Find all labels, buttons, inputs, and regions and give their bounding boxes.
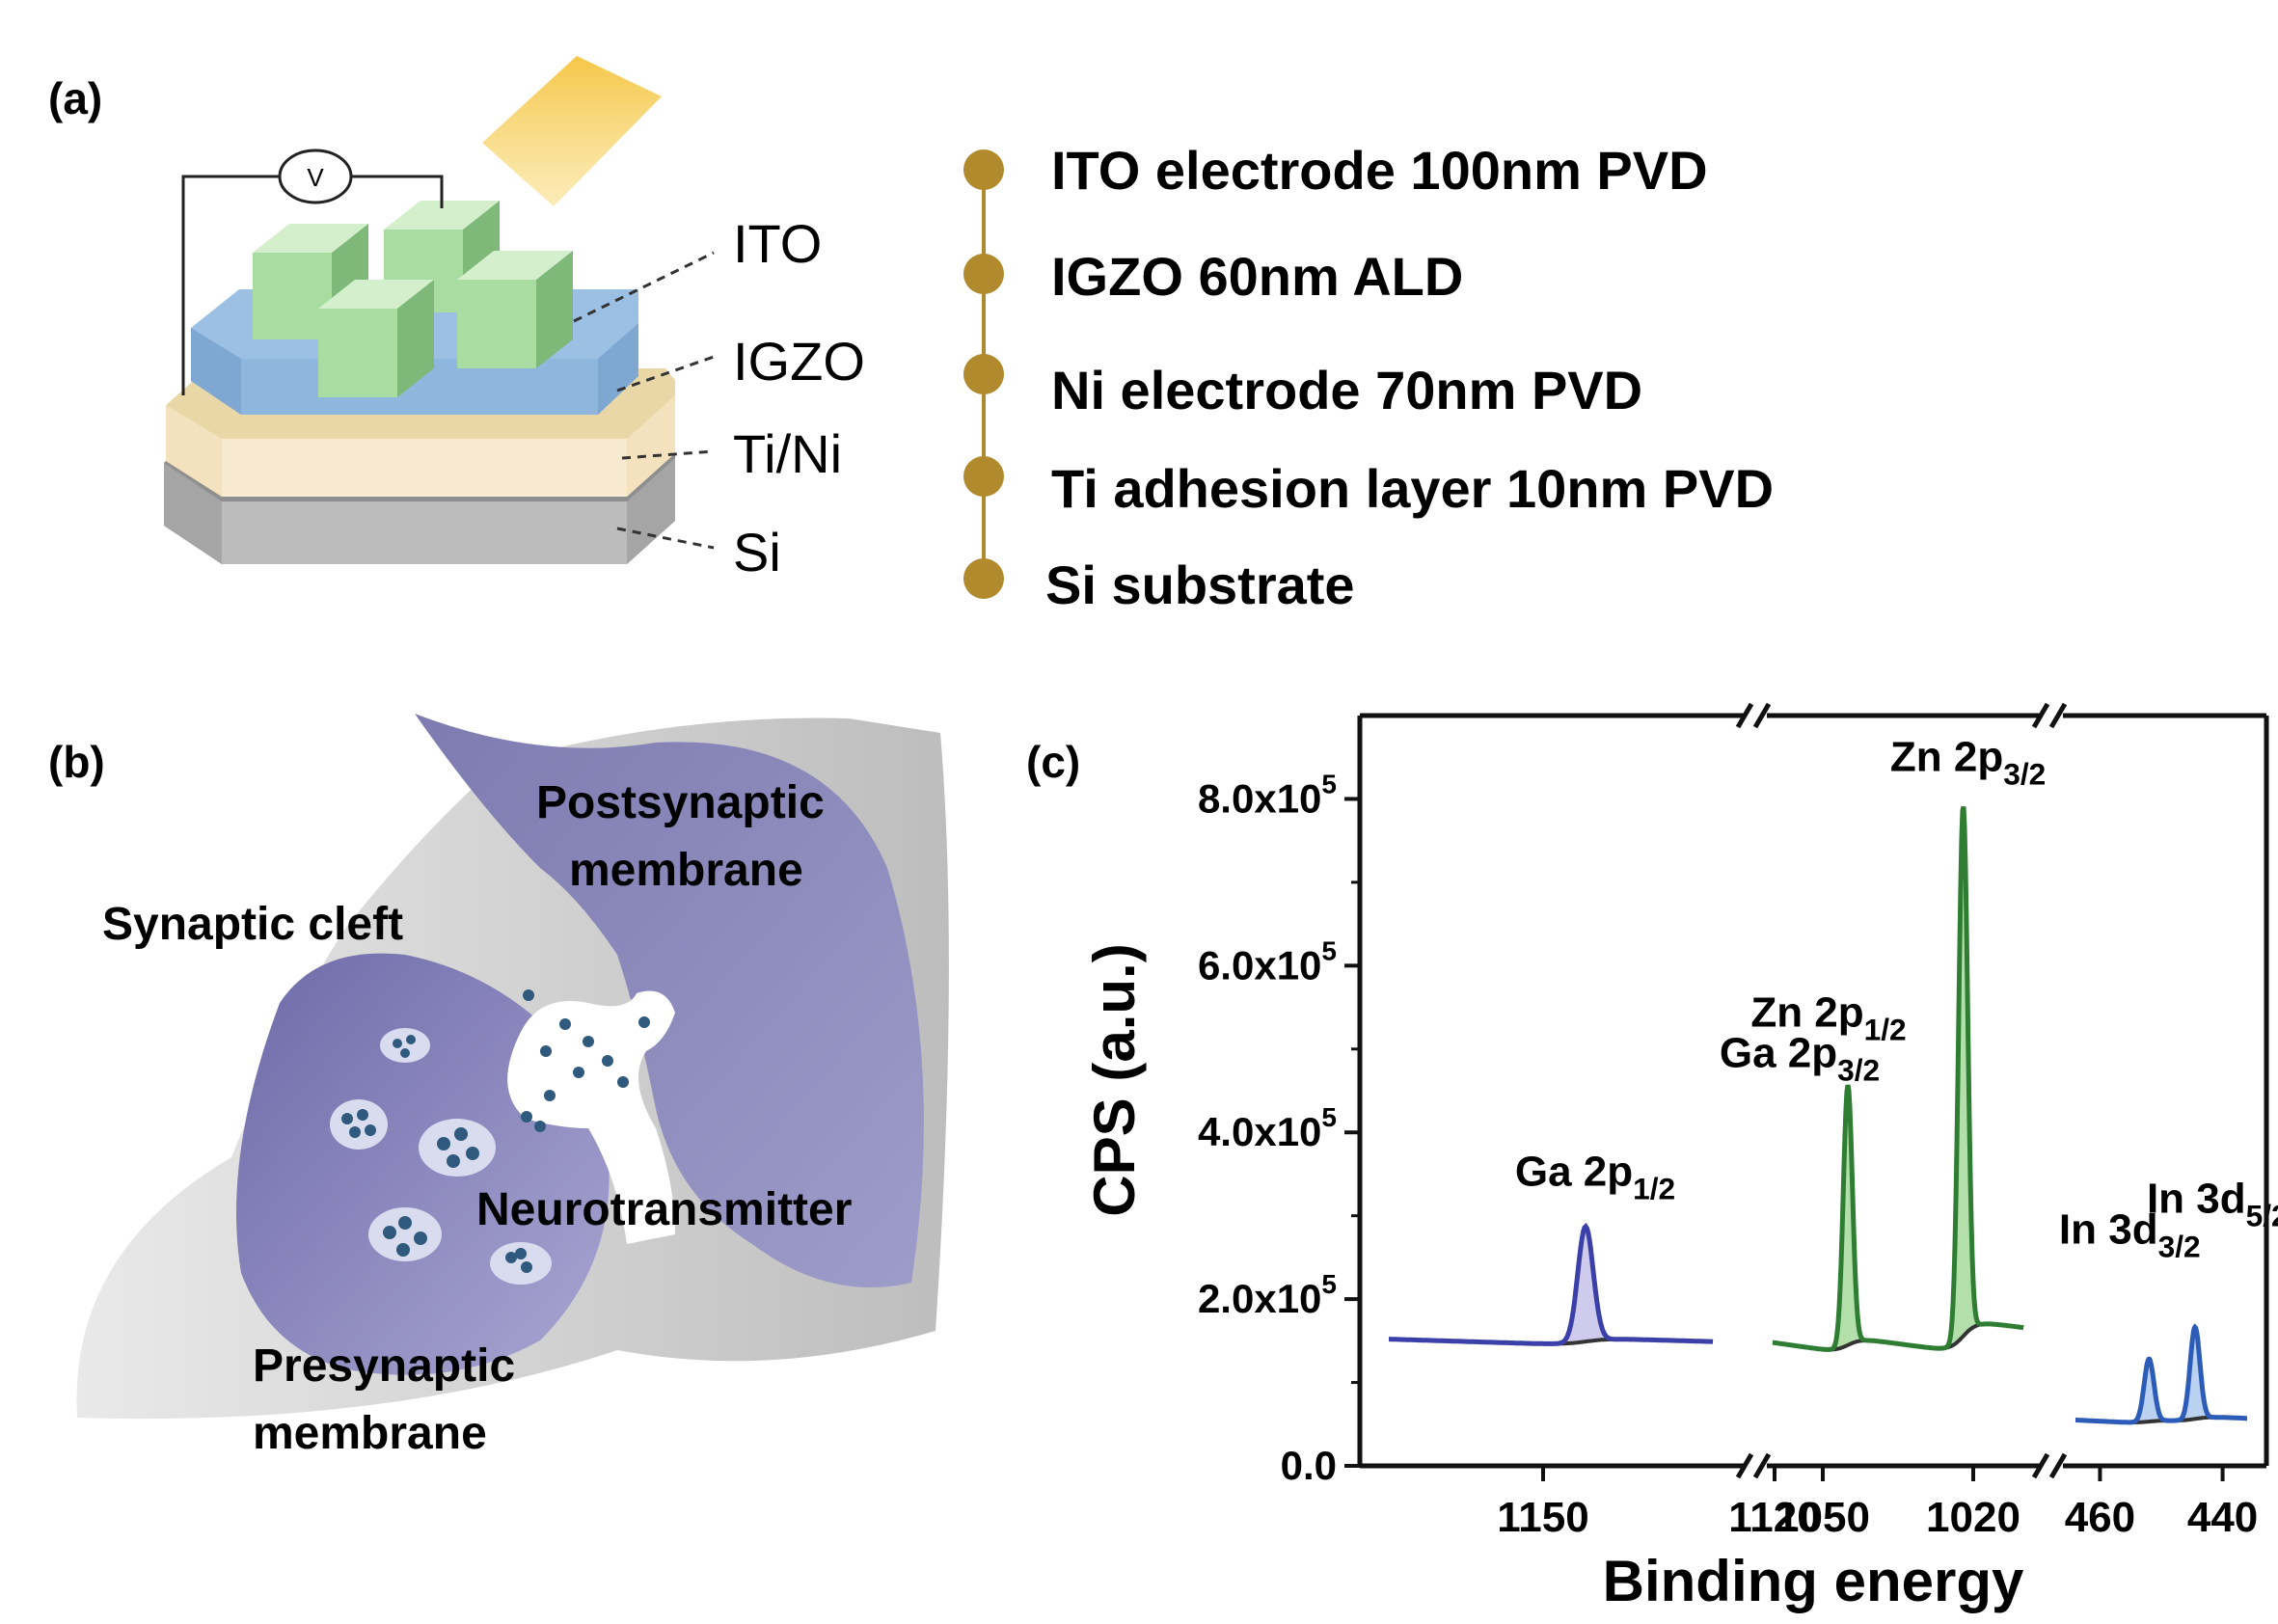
label-neurotransmitter: Neurotransmitter	[476, 1184, 852, 1235]
xps-chart: 1150 1120 Ga 2p1/2 Ga 2p3/2 1050 1020 Zn 2p1/2…	[1082, 702, 2278, 1613]
peak-label: Ga 2p3/2	[1720, 1029, 1880, 1087]
panel-c: (c) 1150 1120 Ga 2p1/2 Ga 2p3/2 1050 1020 Zn 2…	[1026, 702, 2278, 1613]
ito-pad	[457, 251, 573, 368]
leader-lines	[573, 251, 715, 550]
step-ito: ITO electrode 100nm PVD	[1051, 140, 1708, 201]
axis-break-mark	[2048, 1452, 2068, 1479]
label-postsynaptic-l1: Postsynaptic	[536, 777, 825, 828]
peak-label: Ga 2p1/2	[1515, 1148, 1675, 1205]
x-tick-label: 1120	[1728, 1494, 1820, 1541]
voltmeter-icon	[278, 149, 353, 204]
ito-pad	[318, 280, 434, 397]
step-igzo: IGZO 60nm ALD	[1051, 246, 1463, 307]
label-postsynaptic-l2: membrane	[569, 845, 803, 896]
spectrum-segment	[1389, 1222, 1714, 1346]
panel-a-label: (a)	[48, 73, 102, 123]
peak-label: Zn 2p1/2	[1750, 988, 1906, 1046]
vesicle	[368, 1207, 442, 1261]
x-tick-label: 1050	[1776, 1494, 1870, 1541]
peak-label: In 3d5/2	[2147, 1175, 2278, 1232]
x-tick-label: 460	[2065, 1494, 2135, 1541]
vesicle	[380, 1028, 430, 1063]
ito-pads	[253, 201, 573, 397]
postsynaptic-membrane	[415, 714, 924, 1287]
spectrum-line	[1389, 1222, 1714, 1346]
x-tick-label: 1150	[1497, 1494, 1588, 1541]
vesicle	[330, 1099, 388, 1150]
panel-b-label: (b)	[48, 737, 105, 787]
spectrum-line	[1772, 805, 2024, 1352]
label-presynaptic-l1: Presynaptic	[253, 1340, 515, 1392]
y-tick-label: 8.0x105	[1198, 769, 1337, 821]
plot-frame	[1357, 702, 2269, 1479]
layer-label-tini: Ti/Ni	[733, 423, 842, 484]
panel-a: (a)	[48, 56, 1774, 615]
axis-break-mark	[1735, 702, 1754, 729]
panel-b: (b) Postsynaptic membra	[48, 714, 949, 1459]
label-presynaptic-l2: membrane	[253, 1408, 487, 1459]
peak-fill	[1389, 1226, 1713, 1344]
axis-break-mark	[2031, 702, 2050, 729]
vesicles	[330, 1028, 552, 1285]
x-tick-label: 440	[2187, 1494, 2258, 1541]
y-axis-title: CPS (a.u.)	[1082, 943, 1147, 1216]
light-beam	[482, 56, 662, 206]
y-tick-label: 6.0x105	[1198, 935, 1337, 988]
step-ni: Ni electrode 70nm PVD	[1051, 360, 1642, 420]
peak-fill	[1773, 806, 2023, 1350]
y-tick-label: 0.0	[1281, 1443, 1337, 1488]
panel-c-label: (c)	[1026, 737, 1080, 787]
axis-break-mark	[2031, 1452, 2050, 1479]
vesicle	[490, 1242, 552, 1285]
peak-label: In 3d3/2	[2059, 1206, 2201, 1264]
y-tick-label: 2.0x105	[1198, 1269, 1337, 1321]
axis-break-mark	[1752, 702, 1772, 729]
peak-label: Zn 2p3/2	[1890, 733, 2046, 791]
peak-fill	[2075, 1327, 2247, 1422]
layer-label-si: Si	[733, 522, 781, 582]
axis-break-mark	[1752, 1452, 1772, 1479]
vesicle	[419, 1119, 496, 1177]
y-tick-label: 4.0x105	[1198, 1102, 1337, 1154]
x-axis-title: Binding energy	[1603, 1549, 2024, 1613]
step-ti: Ti adhesion layer 10nm PVD	[1051, 458, 1774, 519]
voltmeter-circuit: V	[181, 149, 444, 395]
neurotransmitter-molecules	[341, 989, 650, 1273]
timeline-dot	[963, 354, 1004, 394]
timeline-dot	[963, 558, 1004, 599]
axis-break-mark	[1735, 1452, 1754, 1479]
svg-text:V: V	[307, 163, 324, 192]
timeline-dot	[963, 254, 1004, 294]
x-tick-label: 1020	[1926, 1494, 2020, 1541]
timeline-dot	[963, 149, 1004, 190]
spectrum-segment	[1772, 805, 2024, 1352]
timeline-dot	[963, 456, 1004, 497]
spectrum-line	[2075, 1323, 2247, 1425]
step-si: Si substrate	[1045, 555, 1355, 615]
layer-label-ito: ITO	[733, 213, 822, 274]
label-synaptic-cleft: Synaptic cleft	[102, 899, 403, 950]
process-timeline: ITO electrode 100nm PVD IGZO 60nm ALD Ni…	[963, 140, 1774, 615]
layer-label-igzo: IGZO	[733, 331, 865, 392]
spectrum-segment	[2075, 1323, 2247, 1425]
axis-break-mark	[2048, 702, 2068, 729]
